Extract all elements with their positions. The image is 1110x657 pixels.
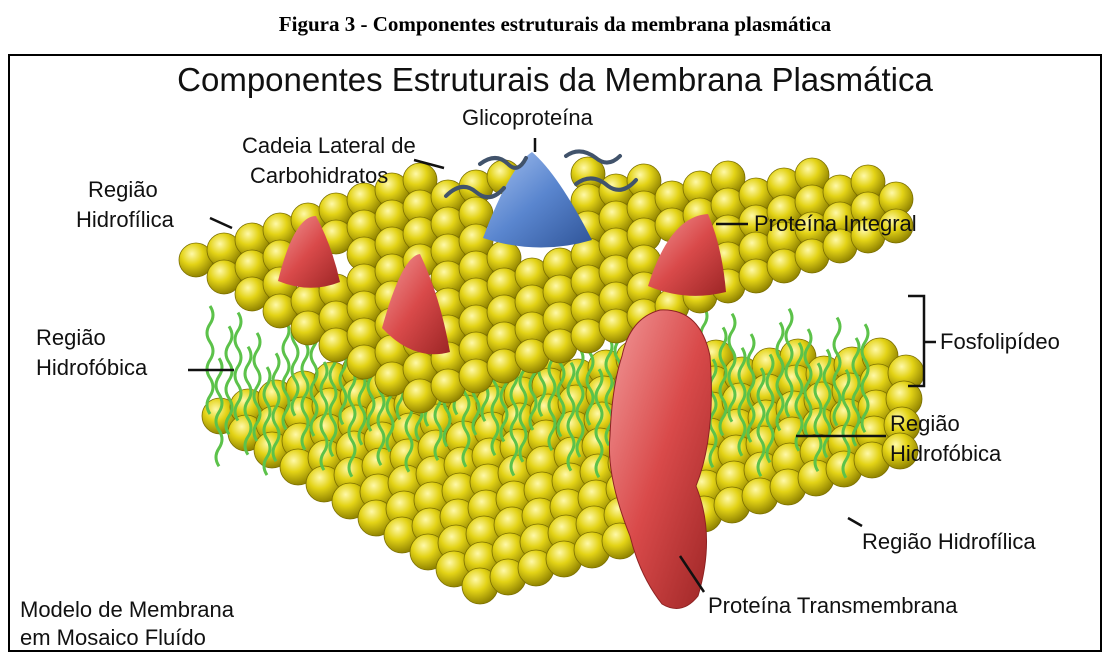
label-regiao-hidrofobica-right-line2: Hidrofóbica [890,440,1001,468]
membrane-illustration [10,56,1100,650]
label-regiao-hidrofilica-top-line1: Região [88,176,158,204]
label-glicoproteina: Glicoproteína [462,104,593,132]
label-regiao-hidrofilica-bottom: Região Hidrofílica [862,528,1036,556]
label-regiao-hidrofobica-left-line1: Região [36,324,106,352]
diagram-frame: Componentes Estruturais da Membrana Plas… [8,54,1102,652]
diagram-title: Componentes Estruturais da Membrana Plas… [10,60,1100,100]
lipid-tail [207,306,213,414]
label-modelo-line2: em Mosaico Fluído [20,624,206,652]
label-cadeia-lateral-line1: Cadeia Lateral de [242,132,416,160]
label-regiao-hidrofobica-left-line2: Hidrofóbica [36,354,147,382]
figure-caption: Figura 3 - Componentes estruturais da me… [0,12,1110,37]
transmembrane-protein [609,310,711,609]
label-regiao-hidrofilica-top-line2: Hidrofílica [76,206,174,234]
label-modelo-line1: Modelo de Membrana [20,596,234,624]
label-regiao-hidrofobica-right-line1: Região [890,410,960,438]
label-proteina-integral: Proteína Integral [754,210,917,238]
label-proteina-transmembrana: Proteína Transmembrana [708,592,957,620]
label-fosfolipideo: Fosfolipídeo [940,328,1060,356]
label-cadeia-lateral-line2: Carbohidratos [250,162,388,190]
